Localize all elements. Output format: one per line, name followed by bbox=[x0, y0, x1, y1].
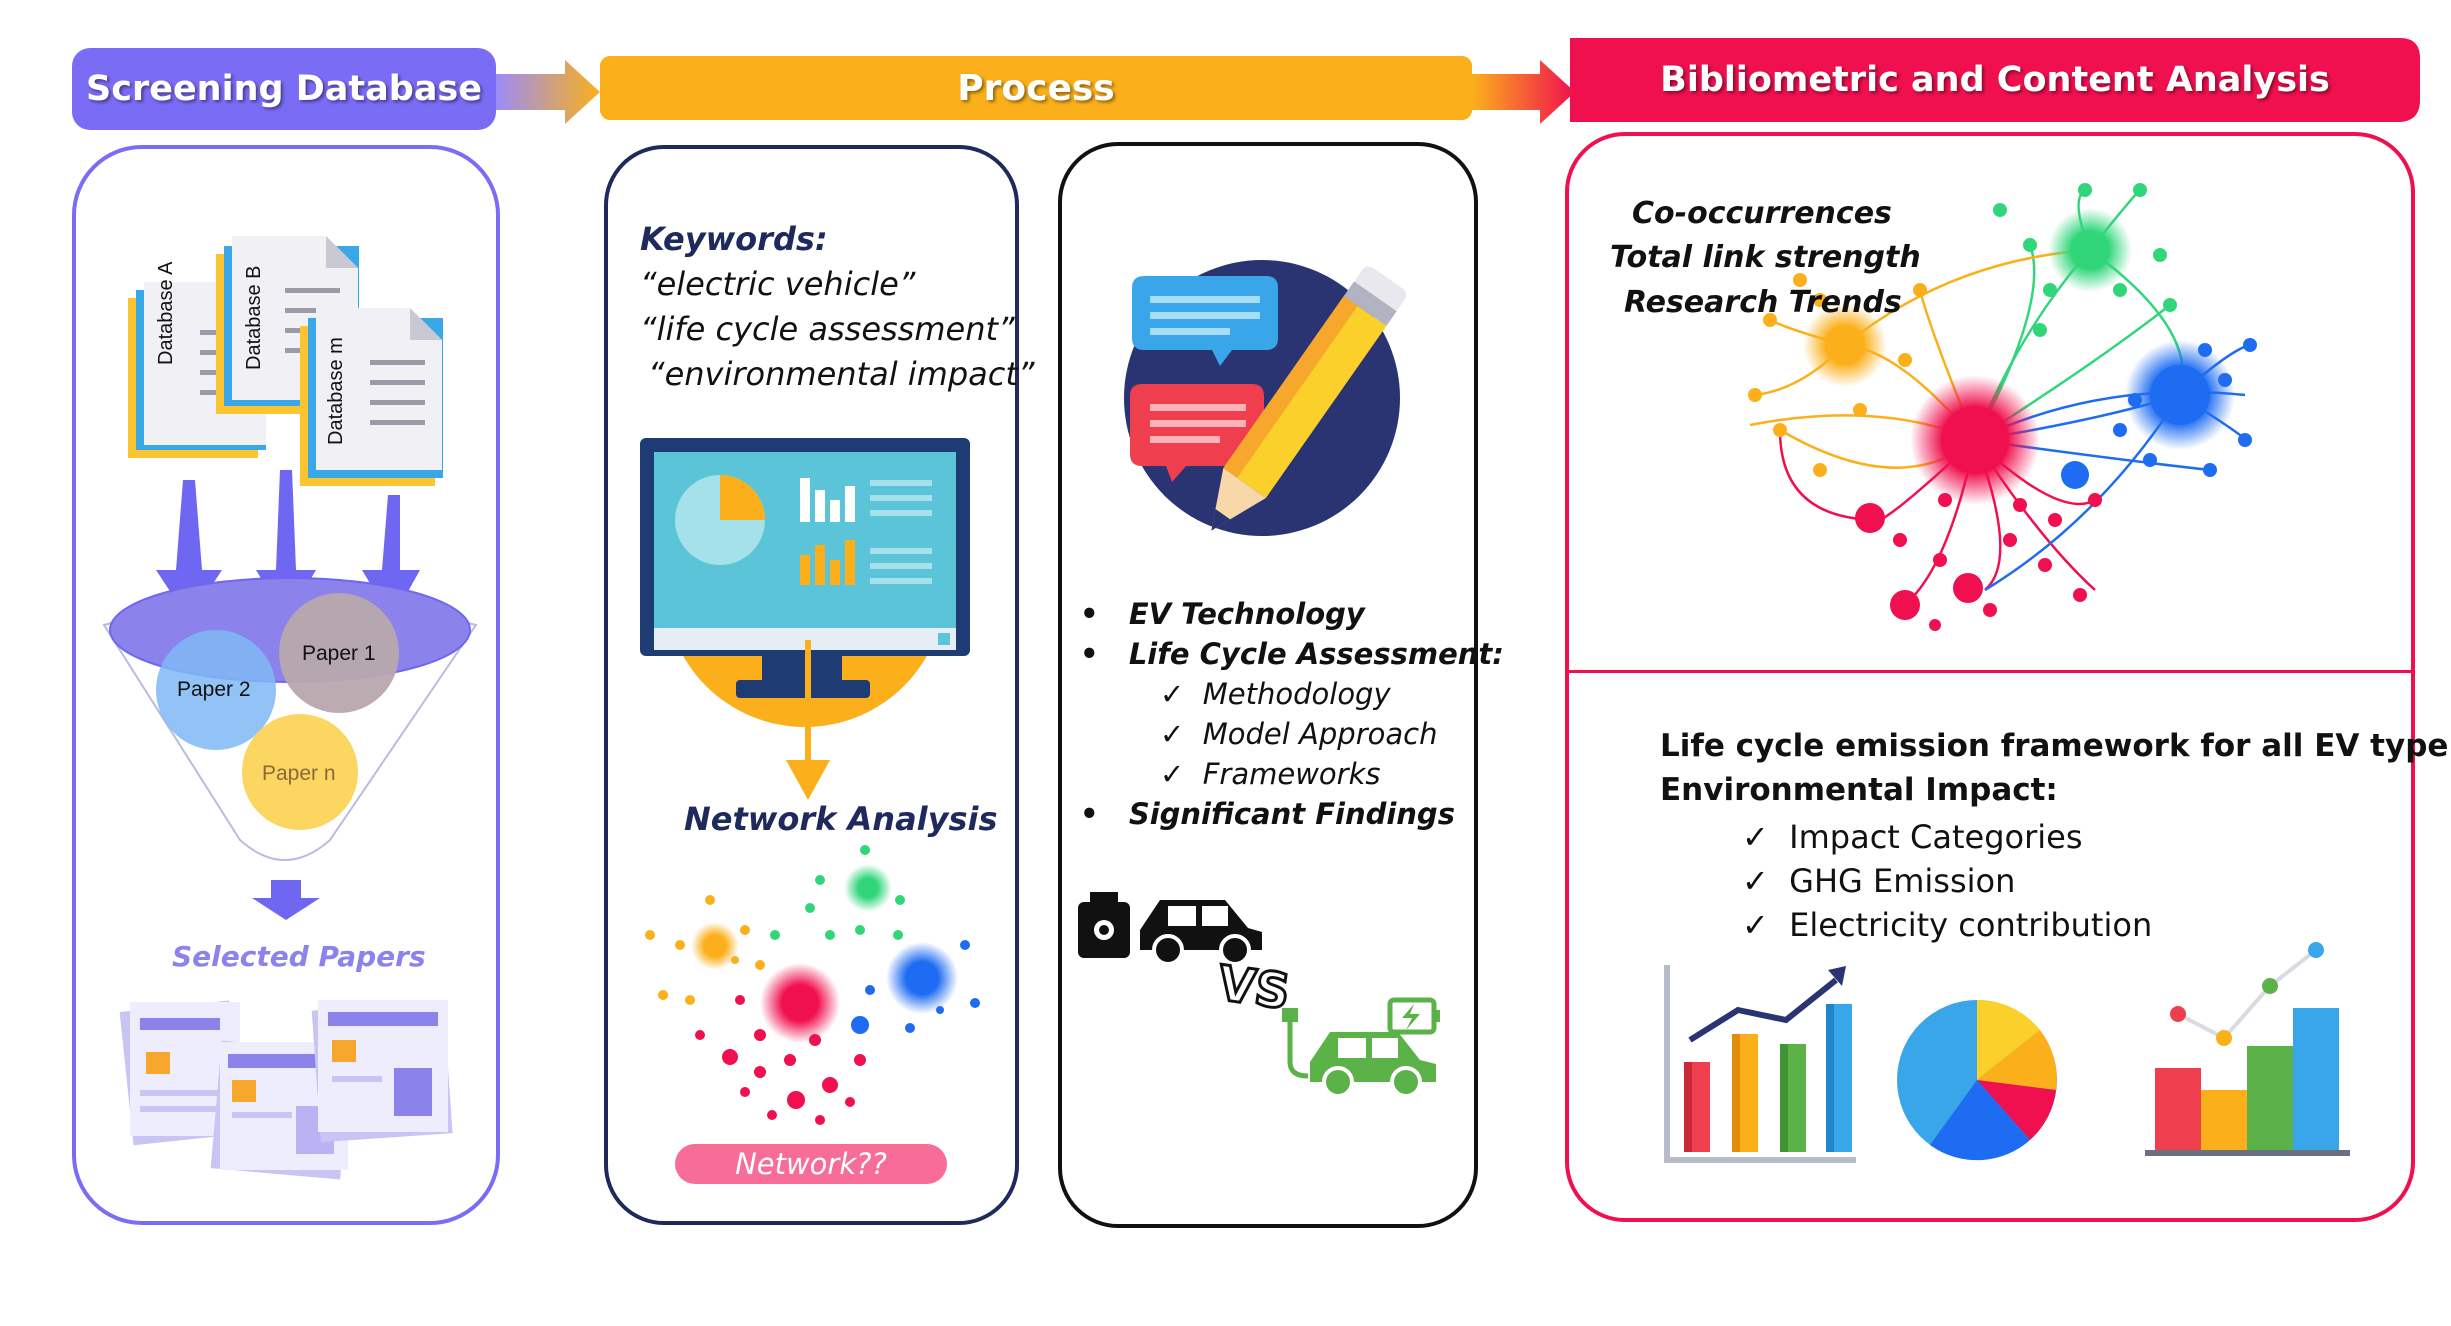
check-electricity: ✓ Electricity contribution bbox=[1742, 906, 2153, 944]
arrow-to-selected bbox=[252, 880, 320, 920]
sub-item-methodology: ✓ Methodology bbox=[1160, 677, 1391, 711]
paper-card-3 bbox=[311, 1000, 453, 1143]
check-impact-categories-text: Impact Categories bbox=[1789, 818, 2083, 856]
check-ghg-emission: ✓ GHG Emission bbox=[1742, 862, 2016, 900]
analysis-header: Bibliometric and Content Analysis bbox=[1660, 60, 2330, 100]
arrow-process-to-analysis bbox=[1472, 60, 1575, 124]
network-question-label: Network?? bbox=[735, 1147, 887, 1181]
screening-header-bg bbox=[72, 48, 496, 130]
analysis-divider bbox=[1567, 670, 2413, 673]
arrow-screening-to-process bbox=[496, 60, 600, 124]
selected-papers-graphic bbox=[119, 1000, 453, 1180]
network-question-bg bbox=[675, 1144, 947, 1184]
sub-item-model-text: Model Approach bbox=[1202, 717, 1438, 751]
ev-vs-car-graphic bbox=[1078, 892, 1440, 1098]
header-arrows bbox=[72, 38, 2420, 130]
network-label-cooccurrences: Co-occurrences bbox=[1632, 196, 1892, 231]
process-header: Process bbox=[957, 67, 1115, 109]
sub-item-frameworks: ✓ Frameworks bbox=[1160, 757, 1381, 791]
paper-2-circle bbox=[156, 630, 276, 750]
bullet-lca-text: Life Cycle Assessment: bbox=[1128, 637, 1504, 671]
arrow-to-network bbox=[786, 760, 830, 800]
bar-trend-chart-icon bbox=[1664, 965, 1856, 1163]
keywords-title: Keywords: bbox=[640, 220, 828, 258]
keyword-3: “environmental impact” bbox=[648, 355, 1035, 393]
paper-2-label: Paper 2 bbox=[177, 678, 251, 701]
fuel-can-icon bbox=[1078, 892, 1130, 958]
monitor-graphic bbox=[640, 438, 970, 800]
sub-item-methodology-text: Methodology bbox=[1202, 677, 1391, 711]
network-analysis-label: Network Analysis bbox=[684, 800, 998, 838]
framework-line: Life cycle emission framework for all EV… bbox=[1660, 728, 2449, 764]
scattered-network-graphic bbox=[645, 845, 980, 1184]
chart-icons bbox=[1664, 942, 2350, 1163]
database-m-doc bbox=[300, 308, 443, 486]
sub-item-model: ✓ Model Approach bbox=[1160, 717, 1438, 751]
battery-icon bbox=[1387, 997, 1440, 1035]
bullet-ev-technology-text: EV Technology bbox=[1128, 597, 1365, 631]
gas-car-icon bbox=[1140, 900, 1262, 966]
env-impact-line: Environmental Impact: bbox=[1660, 772, 2058, 808]
keyword-1: “electric vehicle” bbox=[640, 265, 916, 303]
paper-n-label: Paper n bbox=[262, 762, 336, 785]
bullet-findings-text: Significant Findings bbox=[1128, 797, 1455, 831]
bullet-findings: • Significant Findings bbox=[1080, 797, 1455, 831]
selected-papers-label: Selected Papers bbox=[172, 940, 426, 973]
network-label-link-strength: Total link strength bbox=[1610, 240, 1921, 275]
paper-n-circle bbox=[242, 714, 358, 830]
check-impact-categories: ✓ Impact Categories bbox=[1742, 818, 2083, 856]
check-ghg-emission-text: GHG Emission bbox=[1789, 862, 2016, 900]
check-electricity-text: Electricity contribution bbox=[1789, 906, 2153, 944]
ev-car-icon bbox=[1282, 1008, 1436, 1098]
chat-pencil-graphic bbox=[1124, 260, 1407, 536]
screening-header: Screening Database bbox=[85, 69, 483, 109]
database-docs bbox=[128, 236, 443, 486]
funnel-graphic bbox=[102, 470, 478, 920]
bullet-lca: • Life Cycle Assessment: bbox=[1080, 637, 1504, 671]
keyword-2: “life cycle assessment” bbox=[640, 310, 1015, 348]
analysis-header-bg bbox=[1570, 38, 2420, 122]
paper-1-circle bbox=[279, 593, 399, 713]
sub-item-frameworks-text: Frameworks bbox=[1202, 757, 1381, 791]
pie-chart-icon bbox=[1897, 999, 2057, 1161]
bar-line-chart-icon bbox=[2145, 942, 2350, 1156]
co-occurrence-network bbox=[1748, 183, 2257, 631]
paper-1-label: Paper 1 bbox=[302, 642, 376, 665]
bullet-ev-technology: • EV Technology bbox=[1080, 597, 1365, 631]
network-label-research-trends: Research Trends bbox=[1624, 285, 1902, 320]
pencil bbox=[1211, 266, 1407, 531]
process-header-bg bbox=[600, 56, 1472, 120]
